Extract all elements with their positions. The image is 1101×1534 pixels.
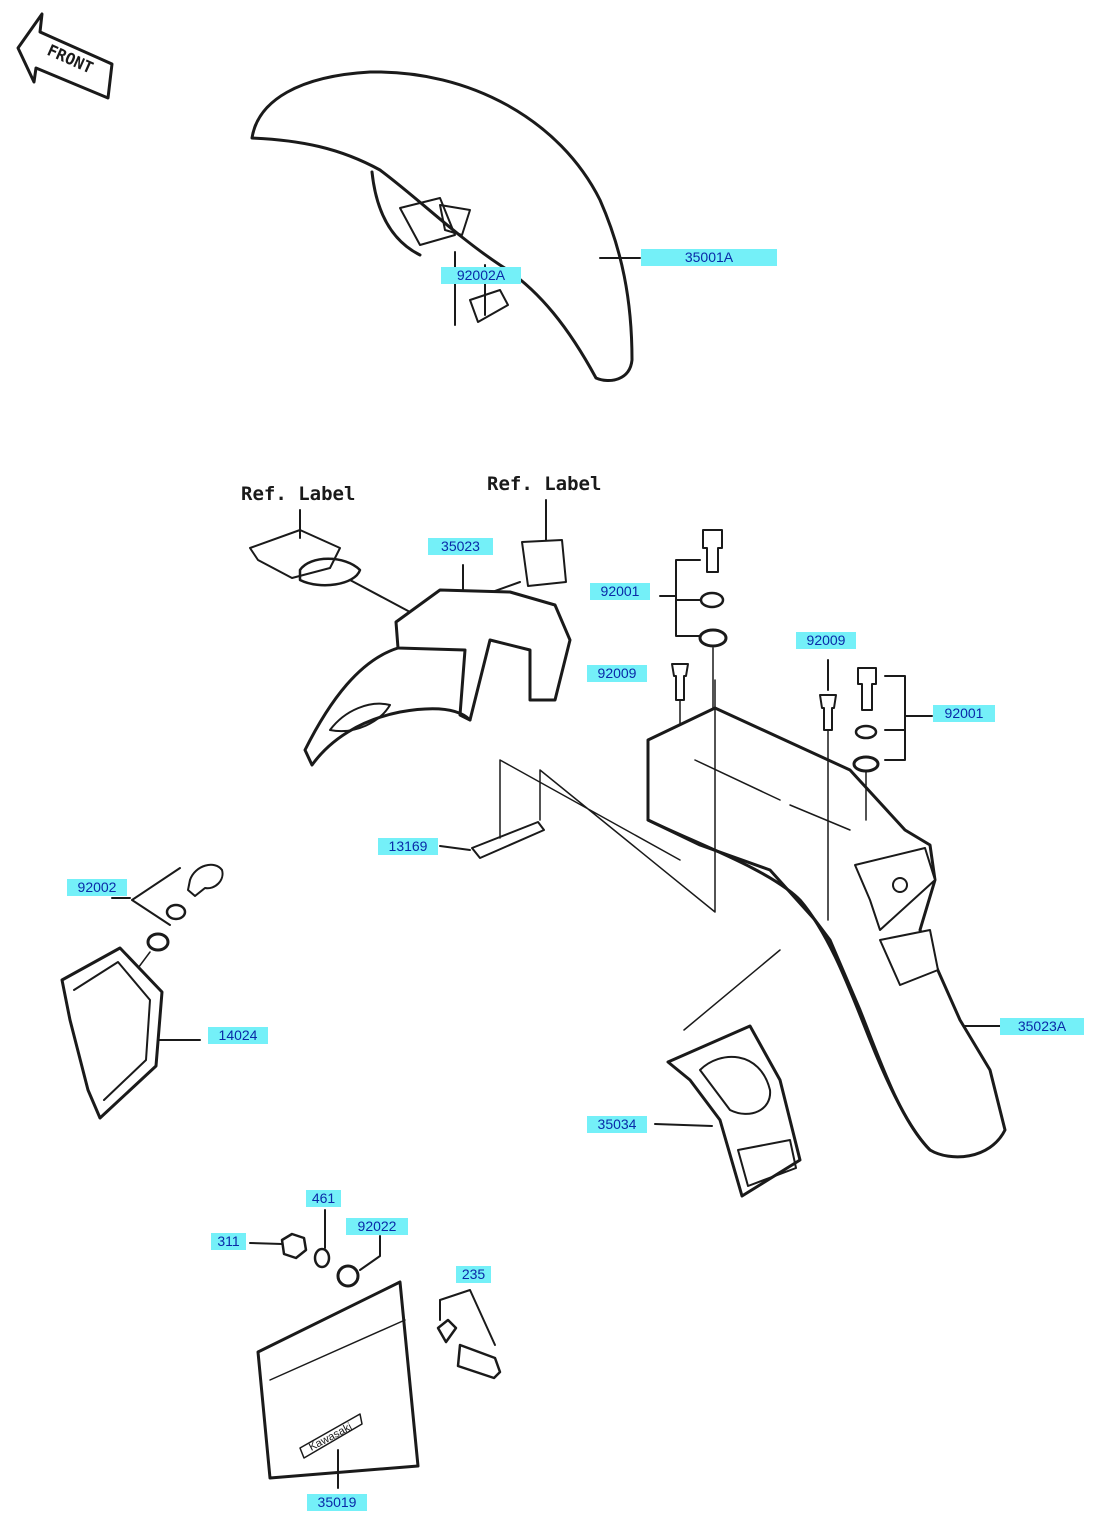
bolt-92009-left — [671, 663, 689, 731]
nut-311 — [249, 1232, 308, 1260]
rear-fender-rear — [646, 706, 1007, 1159]
bolt-washer-stack-right — [852, 667, 933, 821]
bolt-92009-right — [819, 659, 837, 921]
part-label-35023[interactable]: 35023 — [428, 538, 493, 555]
part-label-92009-left[interactable]: 92009 — [587, 665, 647, 682]
part-label-92002[interactable]: 92002 — [67, 879, 127, 896]
ref-label-text-left: Ref. Label — [241, 483, 356, 505]
washer-461 — [313, 1209, 331, 1269]
part-label-461[interactable]: 461 — [306, 1190, 341, 1207]
part-label-92001-upper[interactable]: 92001 — [590, 583, 650, 600]
mud-flap-35019 — [256, 1280, 420, 1489]
part-label-35034[interactable]: 35034 — [587, 1116, 647, 1133]
part-label-13169[interactable]: 13169 — [378, 838, 438, 855]
part-label-92009-right[interactable]: 92009 — [796, 632, 856, 649]
rear-fender-front — [303, 564, 572, 767]
part-label-235[interactable]: 235 — [456, 1266, 491, 1283]
part-label-311[interactable]: 311 — [211, 1233, 246, 1250]
part-label-35023a[interactable]: 35023A — [1000, 1018, 1084, 1035]
bolt-washer-stack — [659, 529, 728, 711]
part-label-14024[interactable]: 14024 — [208, 1027, 268, 1044]
bracket-35034 — [654, 949, 802, 1198]
part-label-35019[interactable]: 35019 — [307, 1494, 367, 1511]
part-label-35001a[interactable]: 35001A — [641, 249, 777, 266]
bolt-235 — [436, 1289, 502, 1380]
front-arrow-icon — [16, 12, 114, 100]
ref-label-text-right: Ref. Label — [487, 473, 602, 495]
ref-label-plate-left — [249, 509, 411, 613]
part-label-92001-right[interactable]: 92001 — [933, 705, 995, 722]
washer-92022 — [336, 1235, 381, 1288]
chain-cover-14024 — [60, 946, 201, 1120]
bolt-92002 — [111, 863, 224, 996]
bracket-13169 — [439, 679, 716, 913]
front-fender — [250, 70, 641, 383]
part-label-92022[interactable]: 92022 — [346, 1218, 408, 1235]
part-label-92002a[interactable]: 92002A — [441, 267, 521, 284]
